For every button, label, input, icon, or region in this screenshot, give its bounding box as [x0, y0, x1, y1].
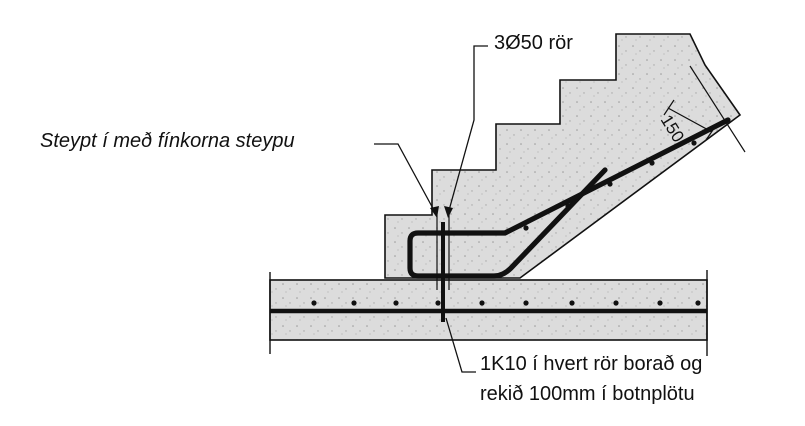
- cast-leader: [374, 143, 437, 215]
- thickness-tick-a: [663, 99, 675, 116]
- stair-rebar-dots: [523, 140, 697, 231]
- thickness-tick-b: [705, 123, 718, 141]
- stair-rebar-upper: [445, 117, 731, 236]
- rebar-note-line-1: 1K10 í hvert rör borað og: [480, 353, 703, 375]
- rebar-leader: [445, 317, 476, 373]
- stair-body: [384, 33, 742, 279]
- pipe-leader: [447, 45, 488, 215]
- pipe-label: 3Ø50 rör: [494, 32, 573, 54]
- pipe-leader-arrow: [444, 206, 453, 218]
- stair-top-line: [689, 65, 746, 153]
- cast-leader-arrow: [430, 206, 439, 218]
- thickness-dimension-line: [667, 107, 713, 133]
- stair-rebar-loop: [407, 167, 608, 279]
- rebar-note-line-2: rekið 100mm í botnplötu: [480, 383, 695, 405]
- slab-rebar-dots: [311, 300, 701, 306]
- cast-note-label: Steypt í með fínkorna steypu: [40, 130, 295, 152]
